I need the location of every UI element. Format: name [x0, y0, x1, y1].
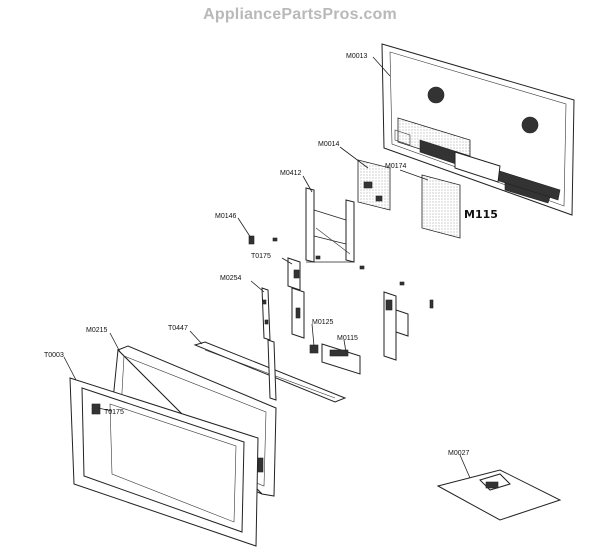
screw-parts [248, 235, 434, 309]
bracket-frame-part [305, 187, 355, 263]
speaker-bracket-part [309, 291, 409, 375]
rear-cover-part [381, 43, 575, 216]
power-board-part [421, 174, 461, 239]
front-bezel-part [69, 377, 259, 547]
label-m0146: M0146 [215, 213, 237, 220]
label-t0175-bottom: T0175 [104, 409, 124, 416]
main-board-part [357, 159, 391, 211]
leader-lines [63, 56, 471, 479]
label-m0254: M0254 [220, 275, 242, 282]
stand-bracket-part [287, 257, 305, 339]
label-m0174: M0174 [385, 163, 407, 170]
label-m0013: M0013 [346, 53, 368, 60]
label-m0215: M0215 [86, 327, 108, 334]
part-labels: M0013 M0014 M0174 M0412 M0146 T0175 M025… [44, 53, 498, 457]
label-m0125: M0125 [312, 319, 334, 326]
label-t0003: T0003 [44, 352, 64, 359]
side-bar-part [261, 287, 271, 341]
vertical-strip-part [267, 339, 277, 401]
handwritten-note: M115 [464, 208, 498, 221]
label-m0412: M0412 [280, 170, 302, 177]
label-m0115: M0115 [337, 335, 358, 342]
label-m0027: M0027 [448, 450, 470, 457]
label-t0447: T0447 [168, 325, 188, 332]
watermark: AppliancePartsPros.com [203, 6, 397, 23]
stand-base-part [436, 469, 562, 521]
label-t0175-top: T0175 [251, 253, 271, 260]
label-m0014: M0014 [318, 141, 340, 148]
